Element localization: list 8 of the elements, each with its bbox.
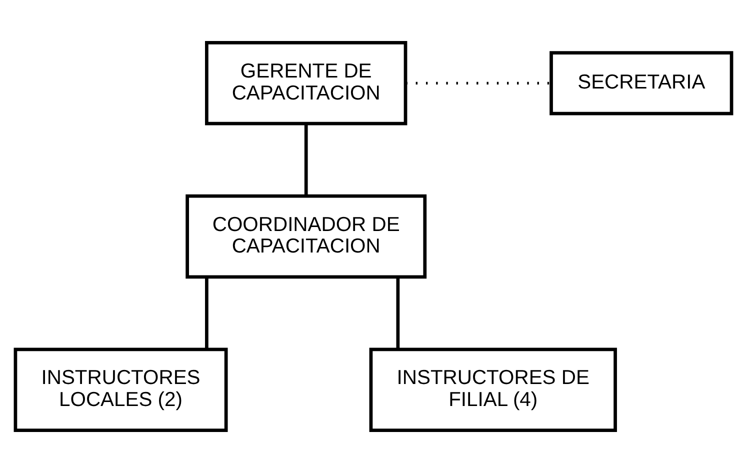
- node-box: INSTRUCTORES LOCALES (2): [14, 348, 228, 432]
- connector: [205, 278, 208, 350]
- node-box: INSTRUCTORES DE FILIAL (4): [369, 348, 617, 432]
- connector: [396, 278, 400, 350]
- connector: [304, 124, 308, 196]
- node-box: COORDINADOR DE CAPACITACION: [186, 194, 427, 279]
- node-box: SECRETARIA: [550, 51, 734, 116]
- node-box: GERENTE DE CAPACITACION: [205, 41, 408, 126]
